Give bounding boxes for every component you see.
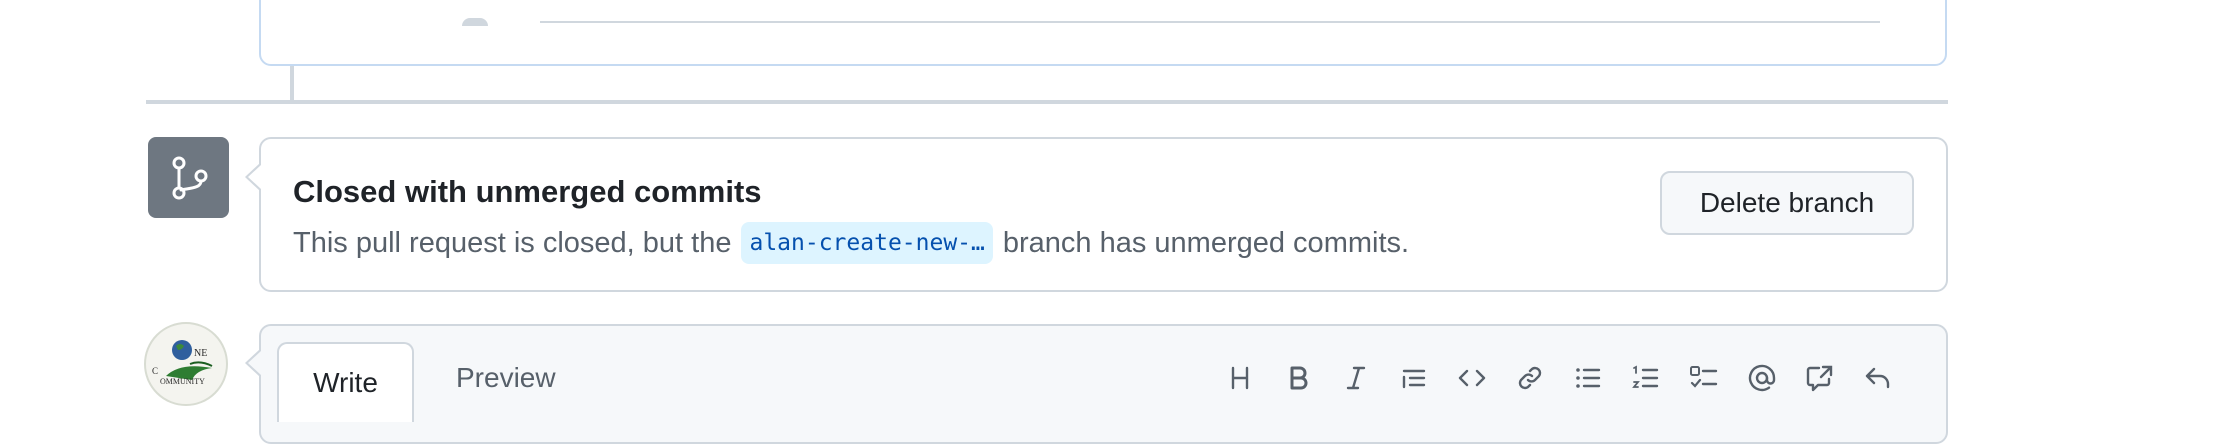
git-branch-icon (172, 156, 207, 199)
code-icon (1458, 369, 1486, 387)
svg-text:NE: NE (194, 348, 207, 359)
previous-card-avatar-fragment (462, 18, 488, 26)
svg-text:OMMUNITY: OMMUNITY (160, 377, 205, 386)
delete-branch-button[interactable]: Delete branch (1660, 171, 1914, 235)
unordered-list-button[interactable] (1568, 358, 1608, 398)
svg-text:C: C (152, 366, 158, 376)
ordered-list-button[interactable] (1626, 358, 1666, 398)
heading-button[interactable] (1220, 358, 1260, 398)
unordered-list-icon (1576, 368, 1601, 388)
code-button[interactable] (1452, 358, 1492, 398)
description-text-after: branch has unmerged commits. (1002, 226, 1410, 259)
quote-button[interactable] (1394, 358, 1434, 398)
ordered-list-icon (1632, 365, 1659, 388)
one-community-logo: NE C OMMUNITY (152, 340, 213, 386)
merge-status-description: This pull request is closed, but the ala… (293, 222, 1409, 264)
cross-reference-button[interactable] (1800, 358, 1840, 398)
mention-icon (1748, 364, 1776, 392)
timeline-end-divider (146, 100, 1948, 104)
mention-button[interactable] (1742, 358, 1782, 398)
timeline-connector (290, 66, 294, 100)
cross-reference-icon (1806, 365, 1833, 392)
tab-write[interactable]: Write (277, 342, 414, 422)
description-text-before: This pull request is closed, but the (293, 226, 732, 259)
previous-card-divider (540, 21, 1880, 23)
previous-timeline-card (259, 0, 1947, 66)
bold-button[interactable] (1278, 358, 1318, 398)
italic-button[interactable] (1336, 358, 1376, 398)
tab-preview[interactable]: Preview (456, 362, 556, 393)
branch-name-chip[interactable]: alan-create-new-… (741, 222, 993, 264)
heading-icon (1231, 366, 1249, 390)
closed-status-badge (148, 137, 229, 218)
markdown-toolbar (1220, 358, 1916, 398)
merge-status-title: Closed with unmerged commits (293, 174, 762, 209)
bold-icon (1290, 366, 1308, 390)
link-icon (1518, 366, 1542, 390)
avatar[interactable]: NE C OMMUNITY (144, 322, 228, 406)
card-pointer-fill (248, 165, 261, 189)
task-list-button[interactable] (1684, 358, 1724, 398)
comment-box-pointer-fill (248, 351, 261, 375)
reply-button[interactable] (1858, 358, 1898, 398)
italic-icon (1346, 366, 1366, 390)
reply-icon (1865, 367, 1890, 389)
quote-icon (1402, 369, 1426, 389)
task-list-icon (1690, 366, 1718, 388)
link-button[interactable] (1510, 358, 1550, 398)
